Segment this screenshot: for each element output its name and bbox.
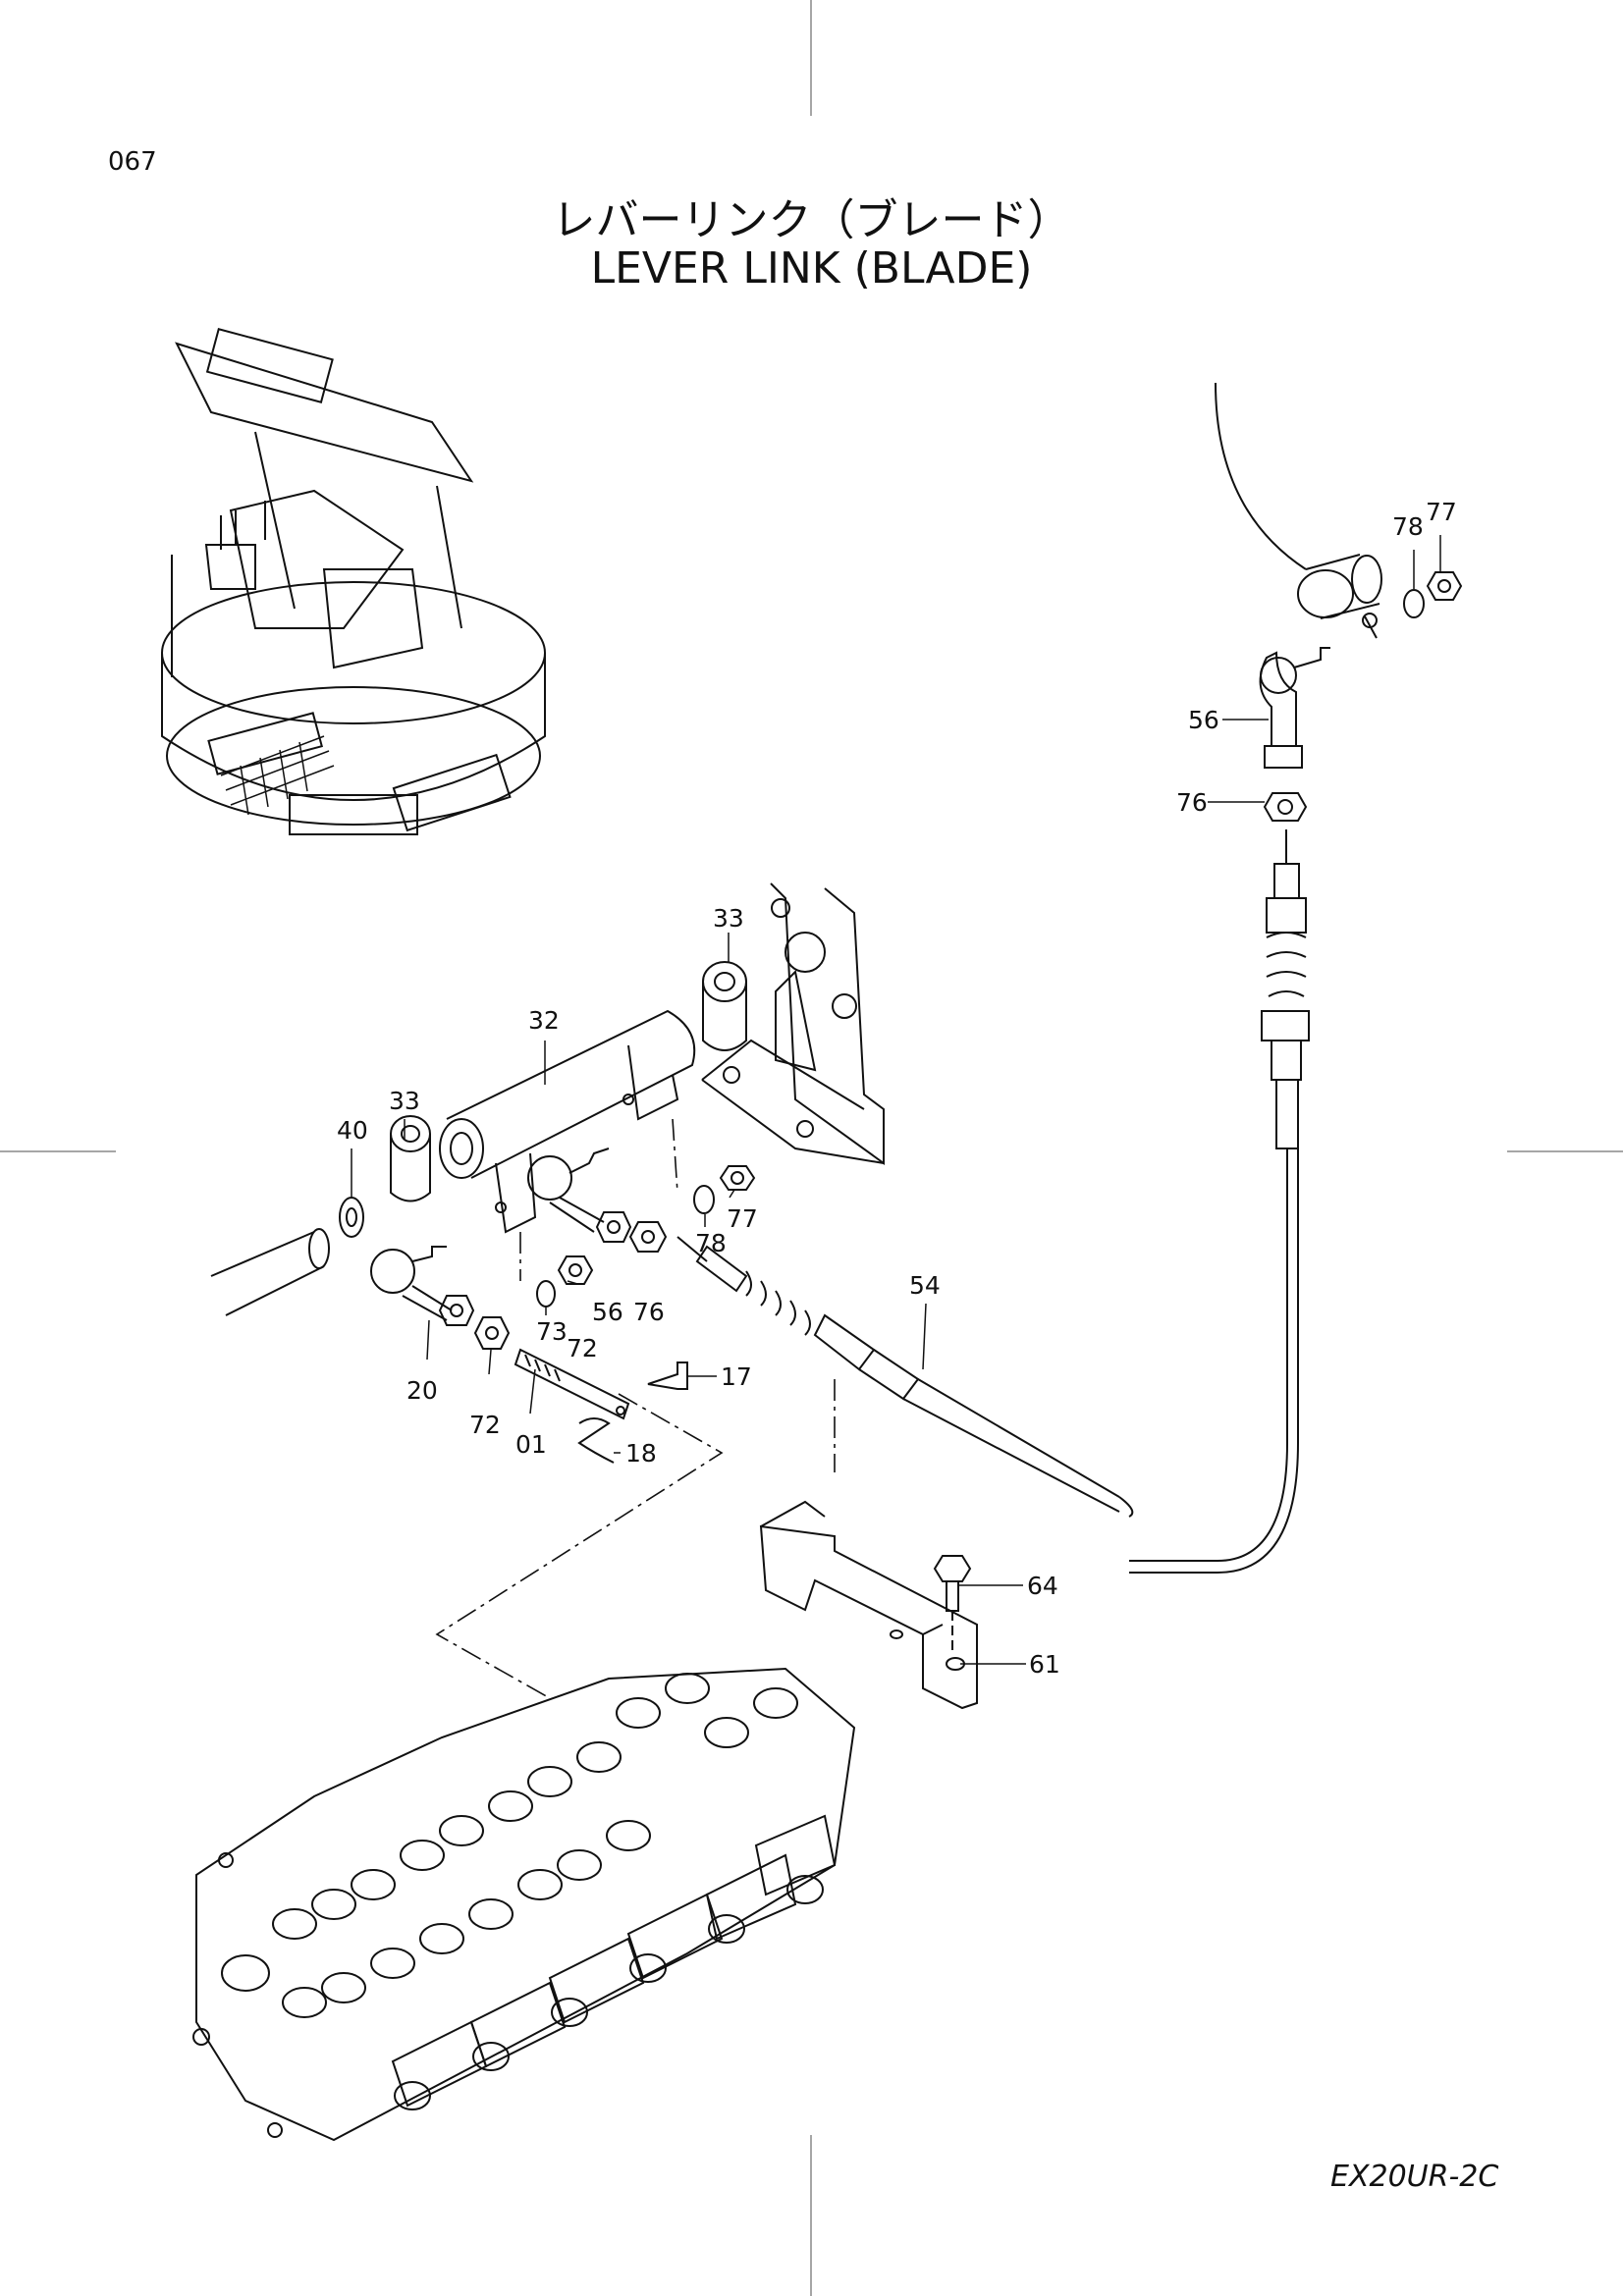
page-number: 067 [108, 147, 157, 177]
callout-78-mid: 78 [695, 1229, 727, 1257]
ball-joint-56-upper [1259, 647, 1330, 769]
pipe-left [210, 1228, 330, 1316]
bolt-17 [647, 1362, 688, 1390]
callout-54: 54 [909, 1271, 941, 1300]
assembly-leader-lines [435, 1118, 836, 1699]
callout-40: 40 [337, 1116, 368, 1145]
nut-77-upper [1426, 571, 1463, 601]
bushing-33-left [390, 1115, 431, 1202]
callout-33-right: 33 [713, 904, 744, 933]
snap-ring-78-mid [693, 1185, 715, 1214]
callout-77-mid: 77 [727, 1204, 758, 1233]
cable-54-lower [676, 1236, 1134, 1518]
callout-33-left: 33 [389, 1087, 420, 1115]
mounting-bracket-right [701, 882, 885, 1165]
callout-20: 20 [406, 1376, 438, 1405]
bushing-33-right [702, 961, 747, 1051]
pin-18 [577, 1417, 615, 1464]
cable-end-vertical [1129, 829, 1310, 1574]
callout-73: 73 [536, 1317, 568, 1346]
bracket-61 [759, 1500, 978, 1710]
nut-72-low [473, 1316, 511, 1350]
callout-leaders [351, 535, 1441, 1665]
title-japanese: レバーリンク（ブレード） [552, 195, 1071, 245]
callout-01: 01 [515, 1430, 547, 1459]
title-english: LEVER LINK (BLADE) [590, 243, 1033, 294]
callout-56-mid: 56 [592, 1298, 623, 1326]
nut-72-mid [557, 1255, 594, 1285]
cable-upper-run [1215, 382, 1382, 639]
rod-01 [514, 1348, 630, 1420]
callout-72-low: 72 [469, 1411, 501, 1439]
snap-ring-73 [536, 1280, 556, 1308]
ball-joint-56-mid [527, 1148, 632, 1243]
callout-72-mid: 72 [567, 1334, 598, 1362]
callout-61: 61 [1029, 1650, 1060, 1679]
callout-78-top: 78 [1392, 512, 1424, 541]
callout-77-top: 77 [1426, 498, 1457, 526]
ball-joint-20 [370, 1246, 475, 1326]
callout-76-mid: 76 [633, 1298, 665, 1326]
callout-56-top: 56 [1188, 706, 1219, 734]
control-valve-assembly [192, 1667, 856, 2142]
bolt-64 [933, 1555, 972, 1654]
callout-18: 18 [625, 1439, 657, 1468]
callout-64: 64 [1027, 1572, 1058, 1600]
washer-40 [339, 1197, 364, 1238]
nut-76-mid [628, 1221, 668, 1253]
nut-77-mid [719, 1165, 756, 1191]
model-code: EX20UR-2C [1330, 2160, 1499, 2194]
callout-17: 17 [721, 1362, 752, 1391]
callout-76-top: 76 [1176, 788, 1208, 817]
nut-76-upper [1263, 792, 1308, 822]
callout-32: 32 [528, 1006, 560, 1035]
callout-labels: 78 77 56 76 33 32 33 40 77 78 56 76 73 7… [337, 498, 1457, 1679]
shaft-32 [439, 1009, 696, 1234]
snap-ring-78-upper [1403, 589, 1425, 618]
excavator-overview-illustration [161, 327, 546, 835]
